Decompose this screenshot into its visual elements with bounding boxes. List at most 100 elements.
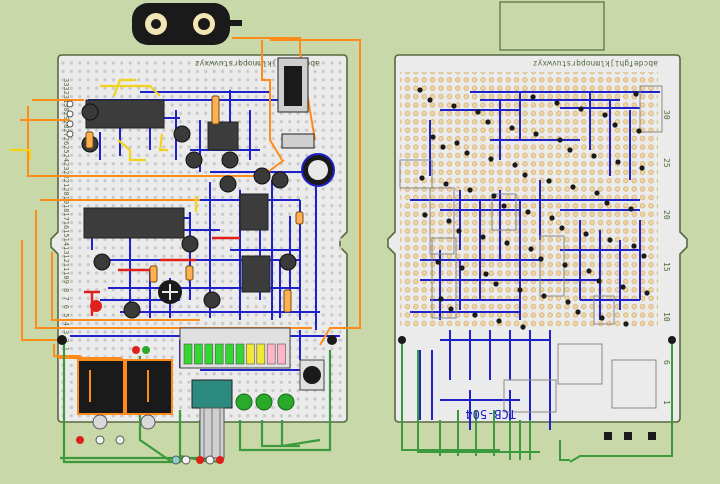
solder-joint [438, 296, 444, 302]
off-board-pads [57, 335, 337, 465]
row-number: 20 [62, 187, 70, 195]
solder-joint [586, 268, 592, 274]
solder-joint [546, 178, 552, 184]
row-mark: 6 [662, 360, 671, 365]
solder-joint [435, 259, 441, 265]
solder-joint [533, 131, 539, 137]
ic-8pin-top [207, 121, 239, 151]
row-number: 9 [62, 280, 70, 284]
row-number: 13 [62, 246, 70, 254]
right-board-label: TCB-504 [465, 407, 516, 421]
solder-joint [620, 284, 626, 290]
row-mark: 15 [662, 262, 671, 272]
capacitor [203, 291, 221, 309]
row-number: 30 [62, 103, 70, 111]
solder-joint [456, 228, 462, 234]
solder-joint [575, 309, 581, 315]
resistor [211, 95, 220, 125]
led-red [90, 300, 102, 312]
solder-joint [562, 262, 568, 268]
solder-joint [496, 318, 502, 324]
ic-bargraph-driver [83, 207, 185, 239]
solder-joint [488, 156, 494, 162]
left-board-letters: abcdefghijklmnopqrstuvwxyz [195, 59, 320, 68]
yellow-wires [10, 78, 198, 212]
solder-joint [528, 246, 534, 252]
solder-joint [501, 203, 507, 209]
solder-joint [538, 256, 544, 262]
solder-joint [448, 306, 454, 312]
edge-pads-left [66, 100, 74, 138]
solder-joint [443, 181, 449, 187]
bargraph-segment [266, 343, 276, 365]
right-solder-joints [417, 87, 650, 330]
solder-joint [594, 190, 600, 196]
row-mark: 30 [662, 110, 671, 120]
solder-joint [472, 312, 478, 318]
solder-joint [631, 243, 637, 249]
solder-joint [427, 97, 433, 103]
solder-joint [639, 165, 645, 171]
solder-joint [565, 299, 571, 305]
solder-joint [641, 253, 647, 259]
solder-joint [440, 144, 446, 150]
capacitor [185, 151, 203, 169]
capacitor [173, 125, 191, 143]
power-switch [281, 133, 315, 149]
audio-jacks [77, 359, 173, 430]
solder-joint [628, 206, 634, 212]
solder-joint [475, 109, 481, 115]
right-reference-box [499, 1, 605, 51]
capacitor [221, 151, 239, 169]
green-leds [235, 393, 295, 411]
row-number: 1 [62, 347, 70, 351]
row-number: 5 [62, 313, 70, 317]
resistor [283, 289, 292, 313]
row-number: 25 [62, 145, 70, 153]
capacitor [93, 253, 111, 271]
right-outlines [399, 85, 663, 413]
row-number: 26 [62, 137, 70, 145]
row-number: 33 [62, 78, 70, 86]
solder-joint [504, 240, 510, 246]
solder-joint [583, 231, 589, 237]
solder-joint [633, 91, 639, 97]
capacitor [279, 253, 297, 271]
solder-joint [422, 212, 428, 218]
row-number: 4 [62, 322, 70, 326]
solder-joint [554, 100, 560, 106]
row-number: 23 [62, 162, 70, 170]
row-number: 22 [62, 170, 70, 178]
solder-joint [557, 137, 563, 143]
row-number: 6 [62, 305, 70, 309]
solder-joint [570, 184, 576, 190]
solder-joint [454, 140, 460, 146]
right-green-wires [401, 340, 673, 463]
solder-joint [612, 122, 618, 128]
ic-packages [83, 99, 271, 293]
solder-joint [512, 162, 518, 168]
resistors [85, 95, 304, 313]
solder-joint [559, 225, 565, 231]
bargraph-segment [235, 343, 245, 365]
bargraph-segment [277, 343, 286, 365]
red-links [84, 236, 240, 316]
row-number: 27 [62, 128, 70, 136]
right-dark-pads [398, 336, 676, 440]
resistor [85, 131, 94, 149]
bargraph-segment [256, 343, 266, 365]
right-board-letters: abcdefghijklmnopqrstuvwxyz [533, 59, 658, 68]
row-number: 16 [62, 221, 70, 229]
solder-joint [430, 134, 436, 140]
ic-8pin-bottom [241, 255, 271, 293]
solder-joint [644, 290, 650, 296]
solder-joint [549, 215, 555, 221]
left-board-component-side: abcdefghijklmnopqrstuvwxyz 3332313029282… [10, 3, 361, 465]
capacitors [81, 103, 297, 319]
row-number: 3 [62, 330, 70, 334]
bargraph-segment [194, 343, 203, 365]
ic-8pin-middle [239, 193, 269, 231]
resistor [149, 265, 158, 283]
row-number: 28 [62, 120, 70, 128]
